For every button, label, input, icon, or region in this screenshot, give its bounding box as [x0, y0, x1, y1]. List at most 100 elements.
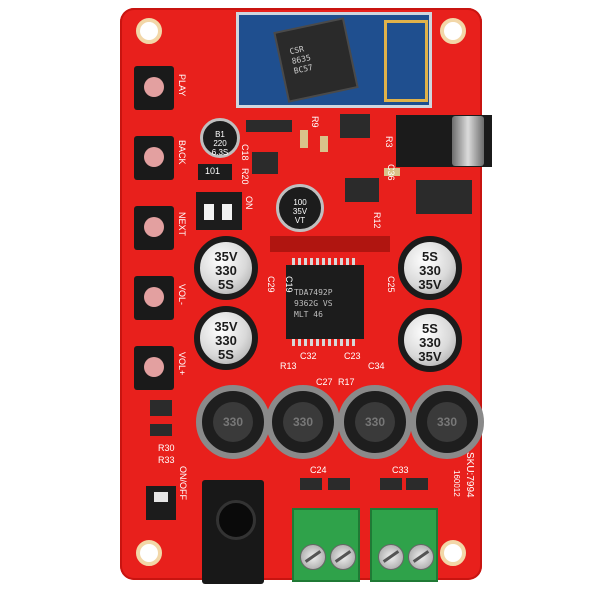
cap-label: 35V: [418, 277, 442, 292]
code-label: 160012: [452, 470, 461, 497]
dc-power-jack: [202, 480, 264, 584]
ic-pins: [292, 339, 358, 346]
power-switch[interactable]: [146, 486, 176, 520]
cap-label: 5S: [218, 277, 234, 292]
inductor-label: 330: [222, 415, 244, 429]
cap-label: 5S: [422, 321, 438, 336]
designator: C23: [344, 351, 361, 361]
designator: C36: [386, 164, 396, 181]
smd-chip: [300, 478, 322, 490]
smd-chip: [416, 180, 472, 214]
smd-resistor: [320, 136, 328, 152]
vol-down-button[interactable]: [134, 276, 174, 320]
inductor-core: [427, 402, 467, 442]
vol-up-button[interactable]: [134, 346, 174, 390]
cap-label: 35V: [214, 319, 238, 334]
smd-chip: [380, 478, 402, 490]
electrolytic-capacitor: 35V 330 5S: [194, 306, 258, 370]
audio-jack-ring: [452, 116, 484, 166]
cap-label: 330: [215, 333, 237, 348]
inductor-label: 330: [436, 415, 458, 429]
sku-label: SKU:7994: [464, 452, 475, 498]
smd-row: [270, 236, 390, 252]
electrolytic-capacitor: 35V 330 5S: [194, 236, 258, 300]
power-switch-nub: [154, 492, 168, 502]
designator: C27: [316, 377, 333, 387]
cap-label: 100: [293, 198, 307, 207]
screw[interactable]: [330, 544, 356, 570]
mounting-hole: [440, 18, 466, 44]
chip-line: 9362G VS: [294, 299, 333, 308]
switch-label: ON: [244, 196, 254, 210]
onoff-label: ON/OFF: [178, 466, 188, 500]
cap-label: 6.3S: [211, 148, 229, 157]
designator: R33: [158, 455, 175, 465]
smd-resistor: [300, 130, 308, 148]
smd-chip: [345, 178, 379, 202]
electrolytic-capacitor: 5S 330 35V: [398, 236, 462, 300]
button-label: VOL+: [177, 352, 187, 376]
bluetooth-antenna: [384, 20, 428, 102]
small-capacitor: 100 35V VT: [276, 184, 324, 232]
cap-label: 35V: [292, 207, 308, 216]
bluetooth-chip: CSR 8635 BC57: [275, 19, 357, 101]
electrolytic-capacitor: 5S 330 35V: [398, 308, 462, 372]
switch-nub: [222, 204, 232, 220]
smd-chip: [340, 114, 370, 138]
cap-label: 330: [419, 335, 441, 350]
inductor: 330: [196, 385, 270, 459]
smd-chip: [150, 400, 172, 416]
designator: C18: [240, 144, 250, 161]
screw[interactable]: [408, 544, 434, 570]
cap-label: 5S: [422, 249, 438, 264]
cap-label: B1: [215, 130, 225, 139]
inductor: 330: [266, 385, 340, 459]
cap-label: 220: [213, 139, 227, 148]
amplifier-chip: TDA7492P 9362G VS MLT 46: [286, 265, 364, 339]
designator: C24: [310, 465, 327, 475]
inductor: 330: [410, 385, 484, 459]
designator: R17: [338, 377, 355, 387]
cap-label: VT: [294, 216, 306, 225]
smd-resistor: [384, 168, 400, 176]
button-label: VOL-: [177, 284, 187, 306]
chip-line: MLT 46: [294, 310, 323, 319]
mounting-hole: [136, 540, 162, 566]
play-button[interactable]: [134, 66, 174, 110]
designator: C34: [368, 361, 385, 371]
dc-jack-socket: [216, 500, 256, 540]
smd-chip: [328, 478, 350, 490]
screw[interactable]: [300, 544, 326, 570]
button-label: BACK: [177, 140, 187, 165]
smd-chip: [406, 478, 428, 490]
button-label: PLAY: [177, 74, 187, 97]
designator: R30: [158, 443, 175, 453]
inductor-core: [283, 402, 323, 442]
button-label: NEXT: [177, 212, 187, 237]
screw[interactable]: [378, 544, 404, 570]
cap-label: 330: [215, 263, 237, 278]
dip-switch[interactable]: [196, 192, 242, 230]
designator: R12: [372, 212, 382, 229]
designator: R13: [280, 361, 297, 371]
cap-label: 35V: [418, 349, 442, 364]
smd-part: [246, 120, 292, 132]
chip-line: TDA7492P: [294, 288, 333, 297]
speaker-terminal-right[interactable]: [370, 508, 438, 582]
inductor-label: 330: [364, 415, 386, 429]
designator: R9: [310, 116, 320, 128]
cap-label: 330: [419, 263, 441, 278]
mounting-hole: [440, 540, 466, 566]
switch-nub: [204, 204, 214, 220]
cap-label: 35V: [214, 249, 238, 264]
designator: C25: [386, 276, 396, 293]
speaker-terminal-left[interactable]: [292, 508, 360, 582]
resistor: 101: [198, 164, 232, 180]
smd-chip: [252, 152, 278, 174]
inductor-label: 330: [292, 415, 314, 429]
designator: C33: [392, 465, 409, 475]
next-button[interactable]: [134, 206, 174, 250]
designator: C32: [300, 351, 317, 361]
back-button[interactable]: [134, 136, 174, 180]
small-capacitor: B1 220 6.3S: [200, 118, 240, 158]
